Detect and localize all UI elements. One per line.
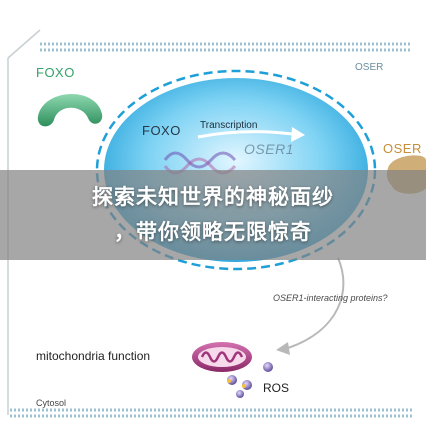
oser-top-label: OSER [355,62,384,73]
banner-line-2: ，带你领略无限惊奇 [114,220,312,244]
interaction-arrow [287,257,345,349]
foxo-nucleus-label: FOXO [142,123,181,138]
caption-banner [0,170,426,260]
oser1-nucleus-label: OSER1 [244,141,294,157]
oser-right-label: OSER [383,141,422,156]
interacting-proteins-label: OSER1-interacting proteins? [273,293,388,303]
mitochondria-function-label: mitochondria function [36,349,151,363]
membrane-bottom-dots [10,408,412,418]
banner-line-1: 探索未知世界的神秘面纱 [92,185,334,209]
transcription-arrow [197,130,293,139]
interaction-arrowhead [276,342,290,355]
ros-label: ROS [263,381,290,395]
ros-particles [227,362,273,398]
foxo-cytoplasm-label: FOXO [36,65,75,80]
foxo-protein [37,93,103,127]
transcription-arrowhead [291,127,305,142]
mitochondrion [192,342,252,372]
cell-membrane-corner [7,29,41,59]
transcription-label: Transcription [200,120,258,131]
membrane-top-dots [40,42,412,52]
dna-strand [163,151,237,169]
cytosol-label: Cytosol [36,398,67,408]
